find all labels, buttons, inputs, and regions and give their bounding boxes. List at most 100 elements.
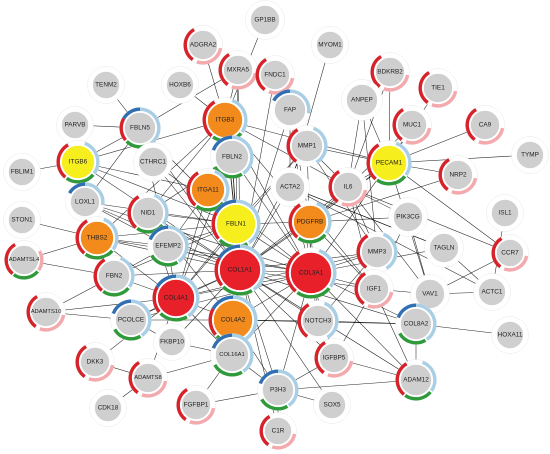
- node-acta2[interactable]: ACTA2: [270, 167, 310, 207]
- node-body: [158, 328, 186, 356]
- node-tie1[interactable]: TIE1: [418, 68, 458, 108]
- node-ring-segment: [260, 398, 289, 411]
- node-fgfbp1[interactable]: FGFBP1: [176, 385, 216, 425]
- node-label: P3H3: [270, 387, 286, 394]
- node-bdkrb2[interactable]: BDKRB2: [370, 52, 410, 92]
- node-label: FBLIM1: [11, 169, 34, 176]
- node-nid1[interactable]: NID1: [127, 192, 169, 234]
- node-gp1bb[interactable]: GP1BB: [245, 0, 285, 40]
- node-ring-segment: [75, 219, 89, 255]
- node-parvb[interactable]: PARVB: [56, 106, 94, 144]
- edge: [239, 269, 417, 325]
- node-col3a1[interactable]: COL3A1: [285, 247, 337, 299]
- node-ccr7[interactable]: CCR7: [491, 234, 529, 272]
- node-body: [260, 60, 290, 90]
- node-fbln5[interactable]: FBLN5: [119, 107, 161, 149]
- node-body: [443, 160, 473, 190]
- node-anpep[interactable]: ANPEP: [341, 79, 383, 121]
- node-col8a2[interactable]: COL8A2: [395, 303, 437, 345]
- node-fbln2[interactable]: FBLN2: [210, 135, 254, 179]
- node-ring-segment: [130, 299, 152, 337]
- node-ring-segment: [26, 295, 39, 328]
- node-mmp3[interactable]: MMP3: [356, 231, 398, 273]
- node-myom1[interactable]: MYOM1: [311, 26, 349, 64]
- node-efemp2[interactable]: EFEMP2: [147, 225, 189, 267]
- node-label: NRP2: [449, 172, 466, 179]
- node-igfbp5[interactable]: IGFBP5: [314, 338, 354, 378]
- node-ring-segment: [176, 388, 189, 421]
- node-ring-segment: [356, 234, 369, 269]
- node-label: NID1: [141, 210, 156, 217]
- node-fbln1m[interactable]: FBLIM1: [3, 153, 41, 191]
- node-ring-segment: [418, 71, 431, 104]
- node-ring-segment: [323, 301, 339, 339]
- node-ring-segment: [102, 286, 130, 297]
- node-mmp1[interactable]: MMP1: [286, 125, 328, 167]
- node-adamts10[interactable]: ADAMTS10: [26, 292, 66, 332]
- node-hoxb6[interactable]: HOXB6: [161, 66, 199, 104]
- node-mxra5[interactable]: MXRA5: [218, 50, 258, 90]
- node-ring-segment: [318, 249, 337, 288]
- node-ston1[interactable]: STON1: [3, 201, 41, 239]
- node-ring-segment: [395, 141, 412, 176]
- node-col1a1[interactable]: COL1A1: [214, 244, 266, 296]
- node-ring-segment: [438, 158, 451, 191]
- node-label: FGFBP1: [184, 402, 209, 409]
- node-itga11[interactable]: ITGA11: [186, 168, 230, 212]
- node-hoxa11[interactable]: HOXA11: [491, 316, 529, 354]
- node-col16a1[interactable]: COL16A1: [210, 333, 254, 377]
- node-label: SOX5: [323, 402, 340, 409]
- node-body: [8, 158, 36, 186]
- node-label: CTHRC1: [140, 159, 166, 166]
- node-nrp2[interactable]: NRP2: [438, 155, 478, 195]
- node-label: NOTCH3: [305, 318, 332, 325]
- node-col4a2[interactable]: COL4A2: [208, 295, 258, 345]
- node-itgb6[interactable]: ITGB6: [56, 140, 100, 184]
- node-notch3[interactable]: NOTCH3: [297, 300, 339, 342]
- node-cthrc1[interactable]: CTHRC1: [133, 142, 173, 182]
- node-fbln1[interactable]: FBLN1: [211, 199, 261, 249]
- node-fkbp10[interactable]: FKBP10: [153, 323, 191, 361]
- node-loxl1[interactable]: LOXL1: [65, 182, 105, 222]
- node-igf1[interactable]: IGF1: [354, 269, 394, 309]
- node-c1r[interactable]: C1R: [259, 412, 297, 450]
- node-body: [188, 30, 218, 60]
- node-sox5[interactable]: SOX5: [313, 386, 351, 424]
- node-tagln[interactable]: TAGLN: [424, 228, 464, 268]
- node-label: PARVB: [64, 122, 85, 129]
- node-pdgfrb[interactable]: PDGFRB: [288, 200, 332, 244]
- node-pecam1[interactable]: PECAM1: [366, 140, 412, 186]
- node-pik3cg[interactable]: PIK3CG: [388, 197, 428, 237]
- edge: [388, 162, 511, 254]
- node-adgra2[interactable]: ADGRA2: [183, 25, 223, 65]
- node-muc1[interactable]: MUC1: [392, 105, 432, 145]
- node-adam12[interactable]: ADAM12: [395, 359, 437, 401]
- node-label: COL3A1: [299, 270, 324, 277]
- node-itgb3[interactable]: ITGB3: [202, 97, 248, 143]
- node-ring-segment: [235, 199, 261, 245]
- node-pcolce[interactable]: PCOLCE: [110, 299, 152, 341]
- node-body: [415, 279, 445, 309]
- node-tenm2[interactable]: TENM2: [87, 66, 125, 104]
- node-tymp[interactable]: TYMP: [511, 136, 549, 174]
- node-col4a1[interactable]: COL4A1: [152, 274, 200, 322]
- node-ring-segment: [75, 345, 88, 378]
- node-thbs2[interactable]: THBS2: [75, 216, 119, 260]
- node-dkk3[interactable]: DKK3: [75, 342, 115, 382]
- node-ring-segment: [119, 117, 127, 142]
- node-p3h3[interactable]: P3H3: [257, 369, 299, 411]
- node-isl1[interactable]: ISL1: [486, 194, 524, 232]
- node-body: [216, 204, 256, 244]
- node-il6[interactable]: IL6: [328, 167, 368, 207]
- node-fbn2[interactable]: FBN2: [93, 255, 135, 297]
- node-adamts8[interactable]: ADAMTS8: [128, 358, 168, 398]
- node-fndc1[interactable]: FNDC1: [255, 55, 295, 95]
- node-label: PCOLCE: [118, 317, 144, 324]
- node-actc1[interactable]: ACTC1: [473, 273, 511, 311]
- node-label: ADAMTS8: [134, 375, 161, 381]
- node-fap[interactable]: FAP: [269, 89, 311, 131]
- node-adamtsl4[interactable]: ADAMTSL4: [4, 240, 44, 280]
- node-ca9[interactable]: CA9: [465, 105, 505, 145]
- node-cdk18[interactable]: CDK18: [89, 389, 127, 427]
- node-ring-segment: [314, 341, 327, 374]
